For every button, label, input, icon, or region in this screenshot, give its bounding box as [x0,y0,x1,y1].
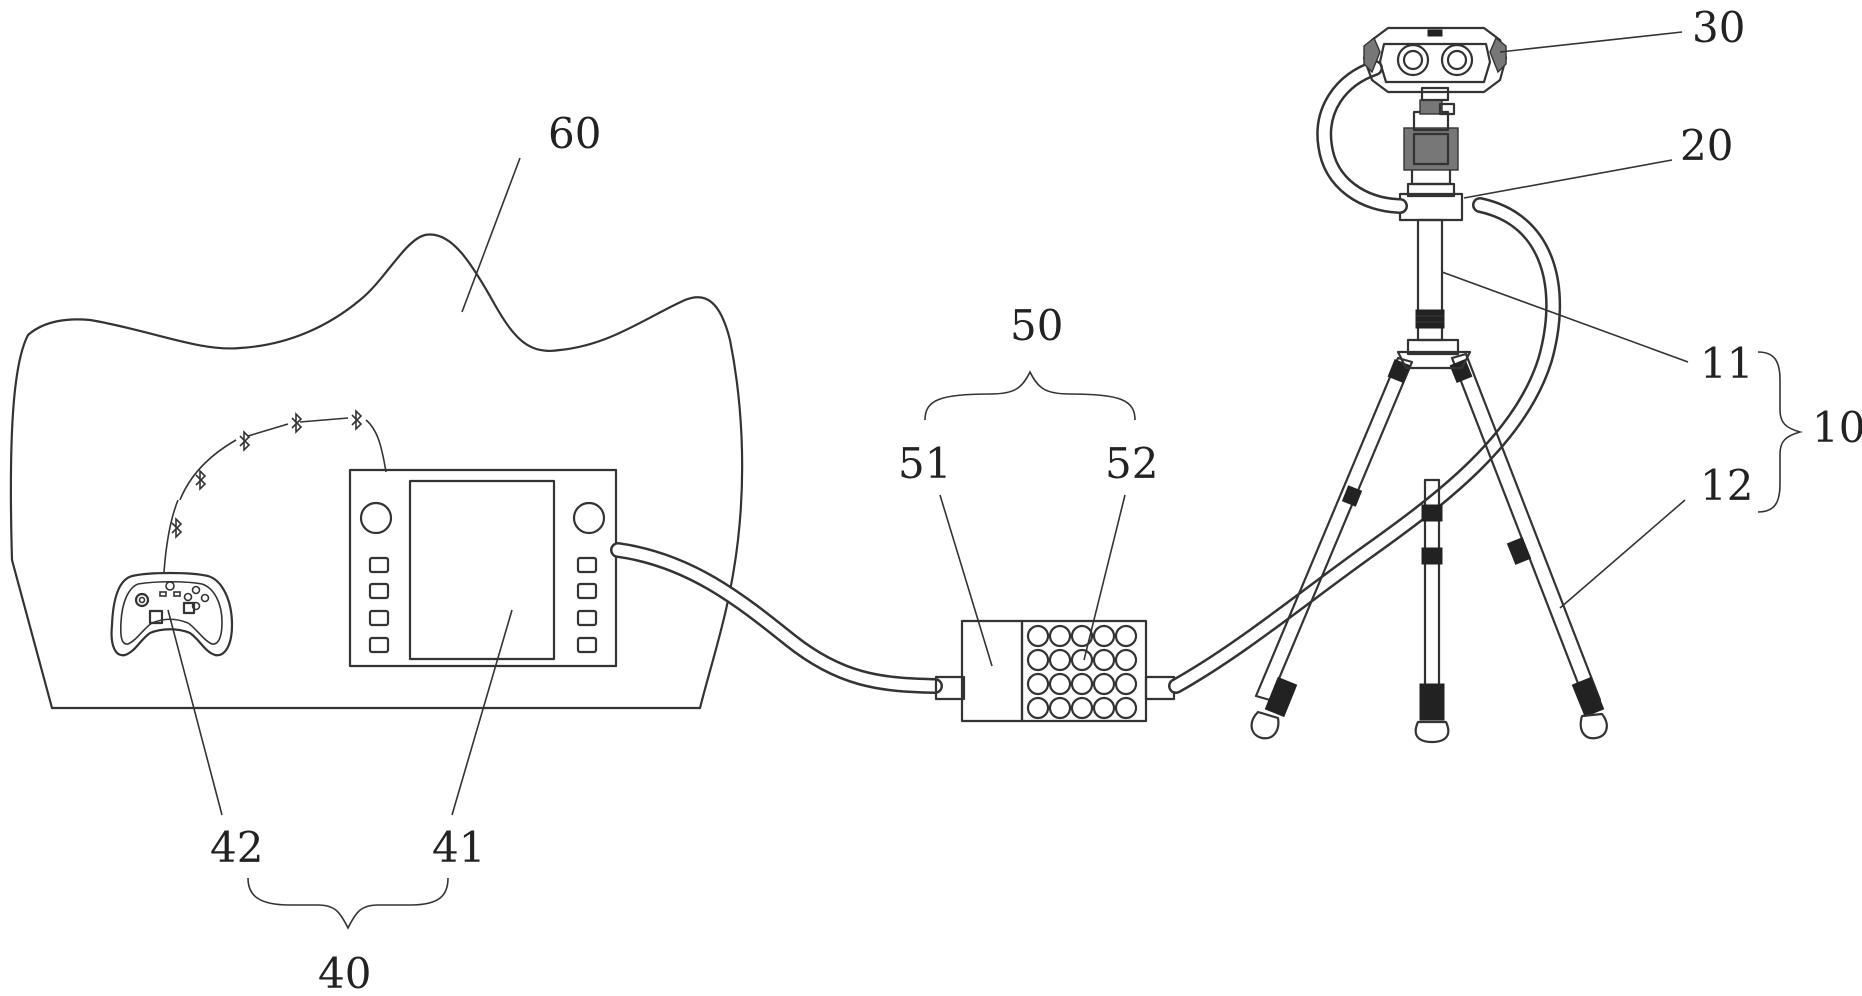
tripod-legs-12 [1250,338,1608,744]
leader-12 [1559,499,1686,609]
leader-51 [939,494,993,667]
cable-terminal-to-box-inner [612,544,941,692]
leader-11 [1441,271,1689,363]
label-42: 42 [210,823,263,872]
brace-10 [1757,351,1803,513]
brace-40 [247,877,449,930]
label-10: 10 [1812,403,1862,452]
cable-box-to-tripod-inner [1170,199,1559,692]
bluetooth-icon [351,409,363,431]
bluetooth-icon [239,430,251,452]
support-surface-60 [9,233,744,710]
control-box-50 [934,619,1176,723]
leader-30 [1499,31,1683,53]
stereo-camera-30 [1362,26,1508,102]
gamepad-42 [110,571,234,657]
label-40: 40 [318,949,371,996]
brace-50 [924,370,1136,421]
bluetooth-link [163,417,387,573]
leader-41 [451,609,513,816]
battery-cells-52 [1026,624,1138,720]
label-30: 30 [1692,3,1745,52]
label-51: 51 [898,439,951,488]
label-41: 41 [432,823,485,872]
cable-terminal-to-box [610,542,943,694]
label-20: 20 [1680,121,1733,170]
control-terminal-41 [348,468,618,668]
bluetooth-icon [195,469,207,491]
leader-60 [461,157,521,313]
cable-camera-to-head-inner [1318,62,1406,212]
leader-42 [167,609,223,816]
pan-tilt-head-20 [1398,99,1464,222]
label-11: 11 [1700,339,1753,388]
label-60: 60 [548,109,601,158]
center-column-11 [1415,218,1445,342]
leader-52 [1083,494,1126,661]
label-12: 12 [1700,461,1753,510]
label-52: 52 [1105,439,1158,488]
bluetooth-icon [291,412,303,434]
leader-20 [1463,159,1673,199]
bluetooth-icon [171,517,183,539]
label-50: 50 [1010,301,1063,350]
